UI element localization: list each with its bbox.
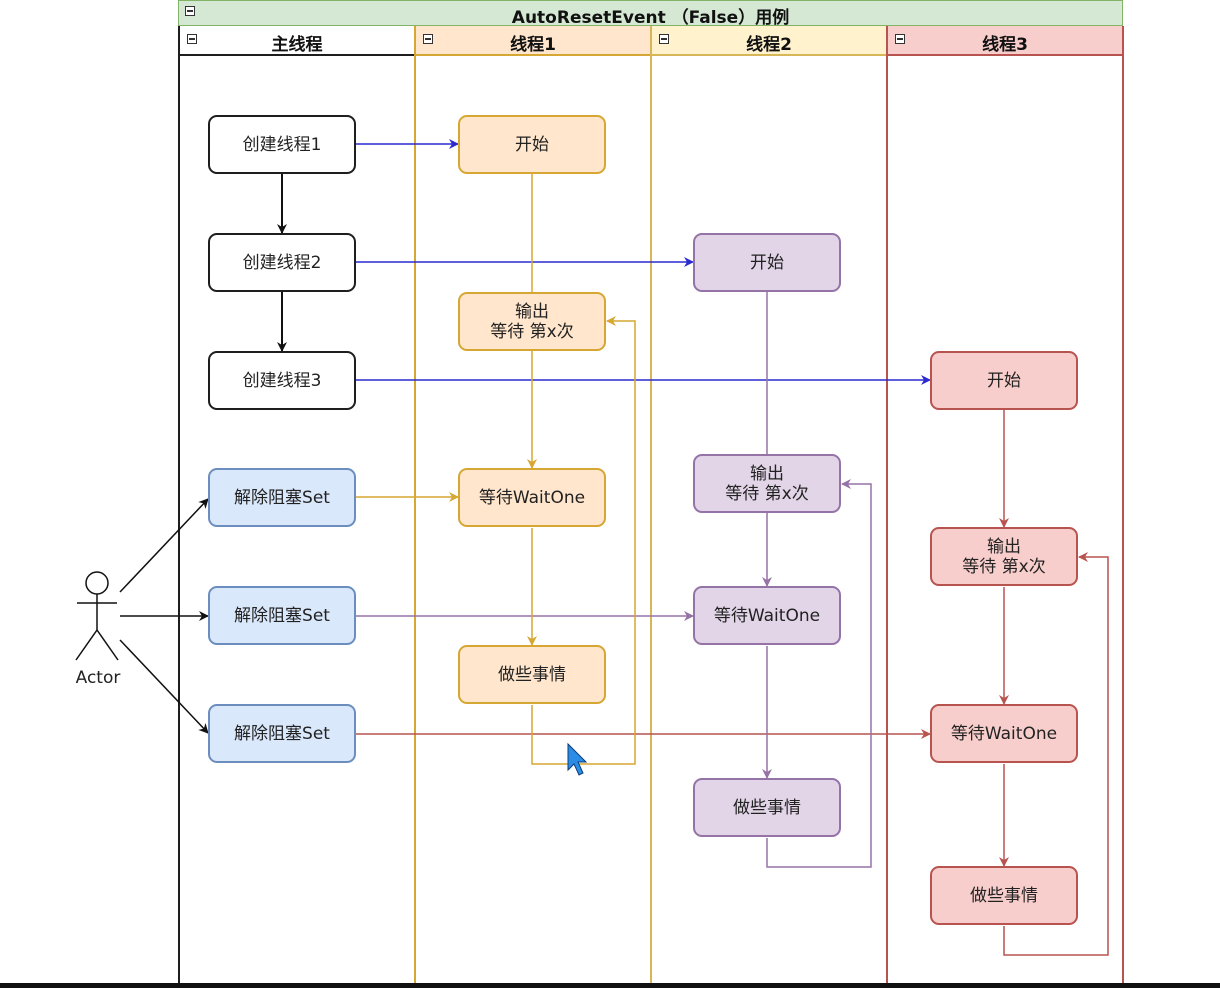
node-set-1[interactable]: 解除阻塞Set — [208, 468, 356, 527]
node-label: 做些事情 — [970, 885, 1038, 906]
diagram-title-bar: AutoResetEvent （False）用例 — [178, 0, 1123, 28]
collapse-icon[interactable] — [659, 34, 669, 44]
node-label: 等待WaitOne — [478, 487, 586, 508]
edge-t1-loop — [531, 316, 636, 765]
node-label: 做些事情 — [498, 664, 566, 685]
node-label: 输出 等待 第x次 — [490, 301, 574, 342]
node-create-thread-3[interactable]: 创建线程3 — [208, 351, 356, 410]
actor-label: Actor — [75, 668, 121, 688]
node-t2-waitone[interactable]: 等待WaitOne — [693, 586, 841, 645]
node-label: 创建线程2 — [242, 252, 322, 273]
edge-t2-loop — [766, 479, 872, 868]
edge-t3-loop — [1003, 552, 1109, 956]
lane-thread-3: 线程3 — [886, 26, 1124, 988]
node-label: 解除阻塞Set — [234, 605, 330, 626]
lane-header-thread-2: 线程2 — [652, 26, 886, 56]
node-label: 输出 等待 第x次 — [962, 536, 1046, 577]
node-set-2[interactable]: 解除阻塞Set — [208, 586, 356, 645]
node-t2-start[interactable]: 开始 — [693, 233, 841, 292]
collapse-icon[interactable] — [895, 34, 905, 44]
node-label: 开始 — [515, 134, 549, 155]
node-t3-work[interactable]: 做些事情 — [930, 866, 1078, 925]
node-label: 输出 等待 第x次 — [725, 463, 809, 504]
lane-header-thread-1: 线程1 — [416, 26, 650, 56]
lane-title-thread-1: 线程1 — [510, 35, 556, 55]
node-label: 开始 — [987, 370, 1021, 391]
collapse-icon[interactable] — [187, 34, 197, 44]
actor-icon[interactable] — [75, 571, 119, 661]
lane-title-main: 主线程 — [271, 35, 323, 55]
node-label: 等待WaitOne — [950, 723, 1058, 744]
node-create-thread-2[interactable]: 创建线程2 — [208, 233, 356, 292]
edge-actor-set1 — [119, 498, 209, 593]
node-t3-waitone[interactable]: 等待WaitOne — [930, 704, 1078, 763]
node-label: 等待WaitOne — [713, 605, 821, 626]
node-label: 开始 — [750, 252, 784, 273]
node-label: 解除阻塞Set — [234, 723, 330, 744]
window-bottom-edge — [0, 983, 1220, 988]
node-label: 创建线程3 — [242, 370, 322, 391]
diagram-title: AutoResetEvent （False）用例 — [511, 8, 790, 28]
node-t1-output[interactable]: 输出 等待 第x次 — [458, 292, 606, 351]
node-t1-start[interactable]: 开始 — [458, 115, 606, 174]
node-t2-work[interactable]: 做些事情 — [693, 778, 841, 837]
node-create-thread-1[interactable]: 创建线程1 — [208, 115, 356, 174]
mouse-cursor-icon — [567, 742, 588, 776]
collapse-icon[interactable] — [185, 6, 195, 16]
lane-title-thread-3: 线程3 — [982, 35, 1028, 55]
lane-header-main: 主线程 — [180, 26, 414, 56]
node-label: 解除阻塞Set — [234, 487, 330, 508]
node-t1-waitone[interactable]: 等待WaitOne — [458, 468, 606, 527]
lane-title-thread-2: 线程2 — [746, 35, 792, 55]
edge-actor-set3 — [119, 639, 209, 734]
node-t3-start[interactable]: 开始 — [930, 351, 1078, 410]
lane-header-thread-3: 线程3 — [888, 26, 1122, 56]
node-t2-output[interactable]: 输出 等待 第x次 — [693, 454, 841, 513]
node-t1-work[interactable]: 做些事情 — [458, 645, 606, 704]
node-label: 创建线程1 — [242, 134, 322, 155]
collapse-icon[interactable] — [423, 34, 433, 44]
node-label: 做些事情 — [733, 797, 801, 818]
node-t3-output[interactable]: 输出 等待 第x次 — [930, 527, 1078, 586]
node-set-3[interactable]: 解除阻塞Set — [208, 704, 356, 763]
